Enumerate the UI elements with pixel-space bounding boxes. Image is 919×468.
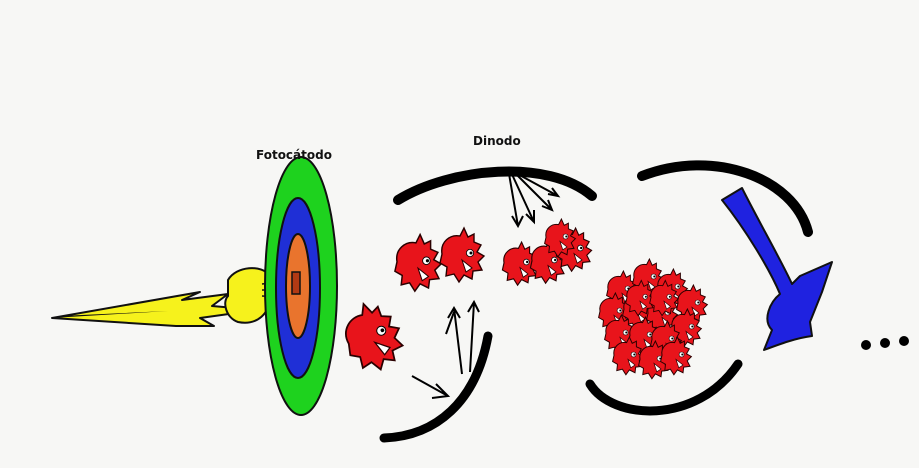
dynode-label: Dinodo — [473, 134, 521, 148]
dynode-bottom-left — [384, 336, 488, 438]
output-arrow-icon — [722, 188, 832, 350]
ellipsis-dots — [861, 336, 909, 350]
photon-icon — [52, 268, 284, 326]
dynode-top-left — [398, 171, 592, 200]
photocathode-label: Fotocátodo — [256, 148, 332, 162]
electron-icons — [335, 219, 707, 379]
photocathode-icon — [265, 157, 337, 415]
